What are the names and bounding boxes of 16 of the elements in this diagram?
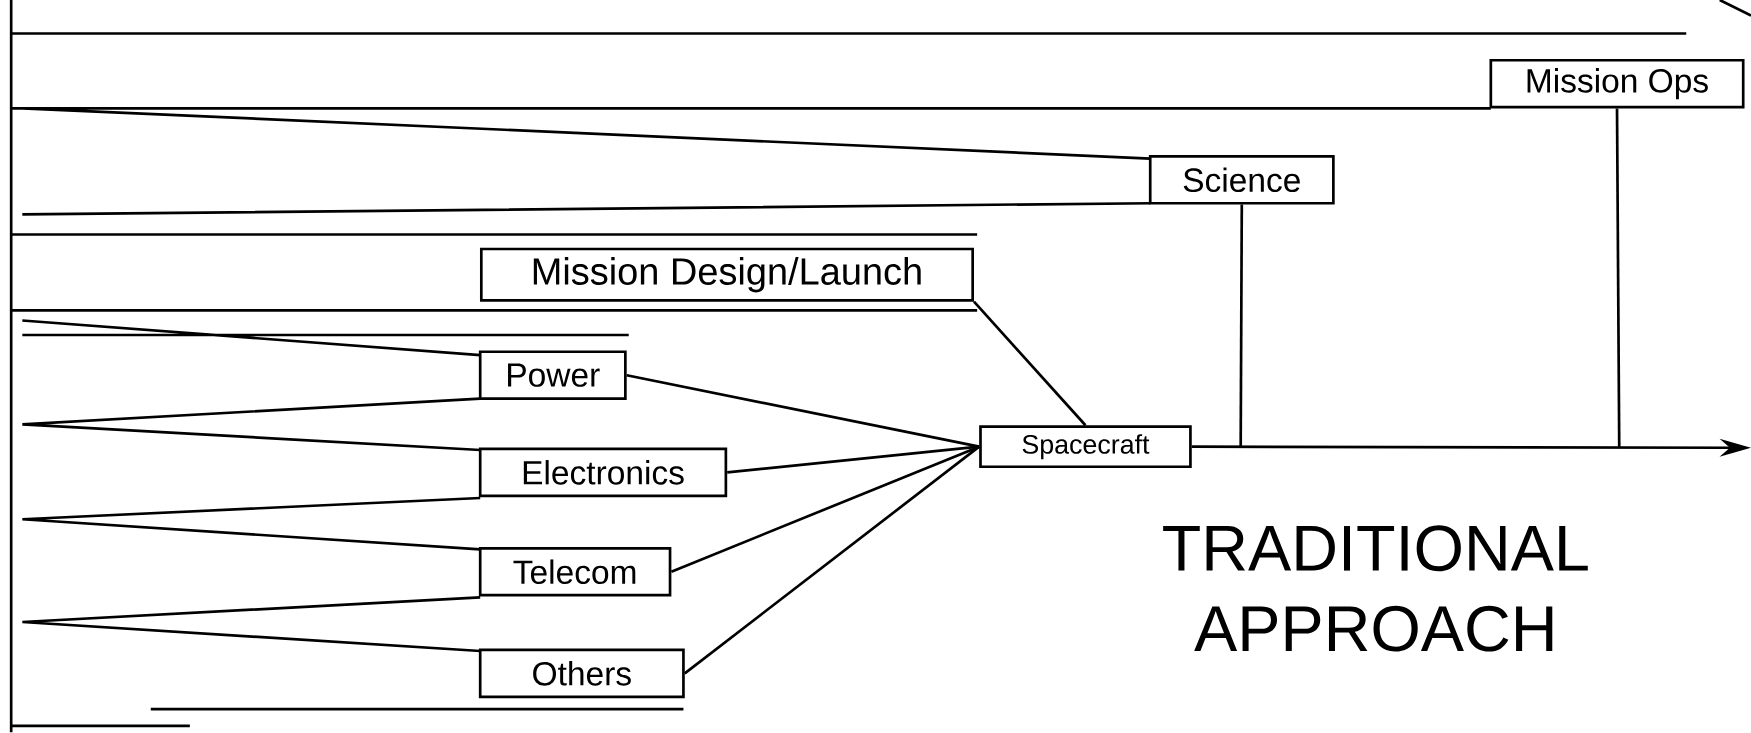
label-box: Telecom	[478, 547, 672, 597]
label-box: Science	[1148, 155, 1335, 205]
label-box: Power	[478, 350, 627, 401]
connector-line	[727, 445, 980, 474]
connector-line	[670, 445, 980, 574]
label-box: Spacecraft	[979, 425, 1192, 469]
connector-line	[1615, 108, 1621, 449]
connector-line	[683, 445, 980, 675]
connector-line	[626, 374, 980, 449]
label-box: Others	[478, 648, 685, 699]
connector-line	[973, 301, 1087, 427]
connector-line	[1239, 204, 1244, 448]
label-box: Mission Ops	[1489, 59, 1745, 109]
heading: TRADITIONAL APPROACH	[1163, 525, 1588, 652]
label-box: Mission Design/Launch	[479, 247, 974, 302]
label-box: Electronics	[478, 447, 728, 498]
